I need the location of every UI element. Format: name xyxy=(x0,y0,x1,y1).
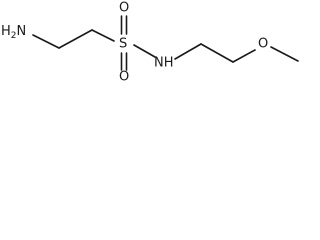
atom-oxygen-bottom: O xyxy=(119,70,129,85)
atom-ether-oxygen: O xyxy=(258,37,268,52)
atom-amine-h: H xyxy=(1,24,11,39)
atom-amine-h-and-n: H2N xyxy=(1,24,26,41)
bond-c1-c2 xyxy=(58,29,93,49)
structural-formula: H2N S O O NH O xyxy=(1,1,299,85)
atom-amine-h-count: 2 xyxy=(11,31,17,41)
bond-c3-c4 xyxy=(200,43,234,63)
bond-o-c5 xyxy=(270,46,299,62)
bond-s-n xyxy=(133,44,156,58)
atom-oxygen-top: O xyxy=(119,1,129,16)
atom-amine-n: N xyxy=(17,24,27,39)
atom-labels: H2N S O O NH O xyxy=(1,1,268,85)
bond-n-c3 xyxy=(174,43,202,60)
atom-sulfonamide-nh: NH xyxy=(154,56,174,71)
atom-sulfur: S xyxy=(119,37,127,52)
bonds xyxy=(32,15,299,71)
bond-n-c1 xyxy=(32,34,60,49)
bond-c2-s xyxy=(91,29,115,42)
bond-c4-o xyxy=(232,49,256,63)
